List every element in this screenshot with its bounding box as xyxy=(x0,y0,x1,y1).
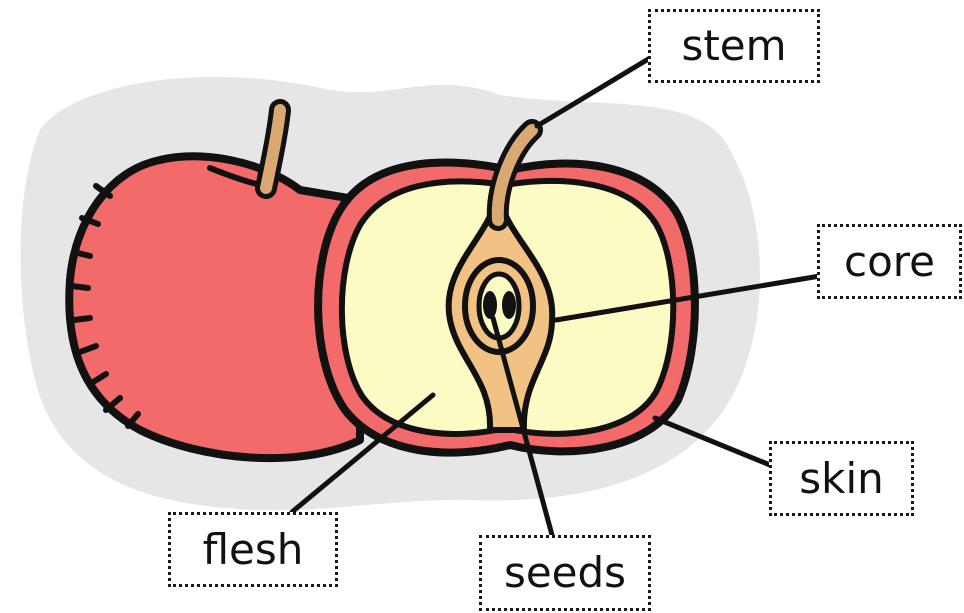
seed-icon xyxy=(502,291,516,319)
seed-icon xyxy=(483,291,497,319)
label-skin: skin xyxy=(769,441,914,516)
label-seeds: seeds xyxy=(479,535,651,611)
label-stem: stem xyxy=(648,9,820,83)
label-flesh: flesh xyxy=(168,512,338,587)
label-core: core xyxy=(817,224,962,299)
